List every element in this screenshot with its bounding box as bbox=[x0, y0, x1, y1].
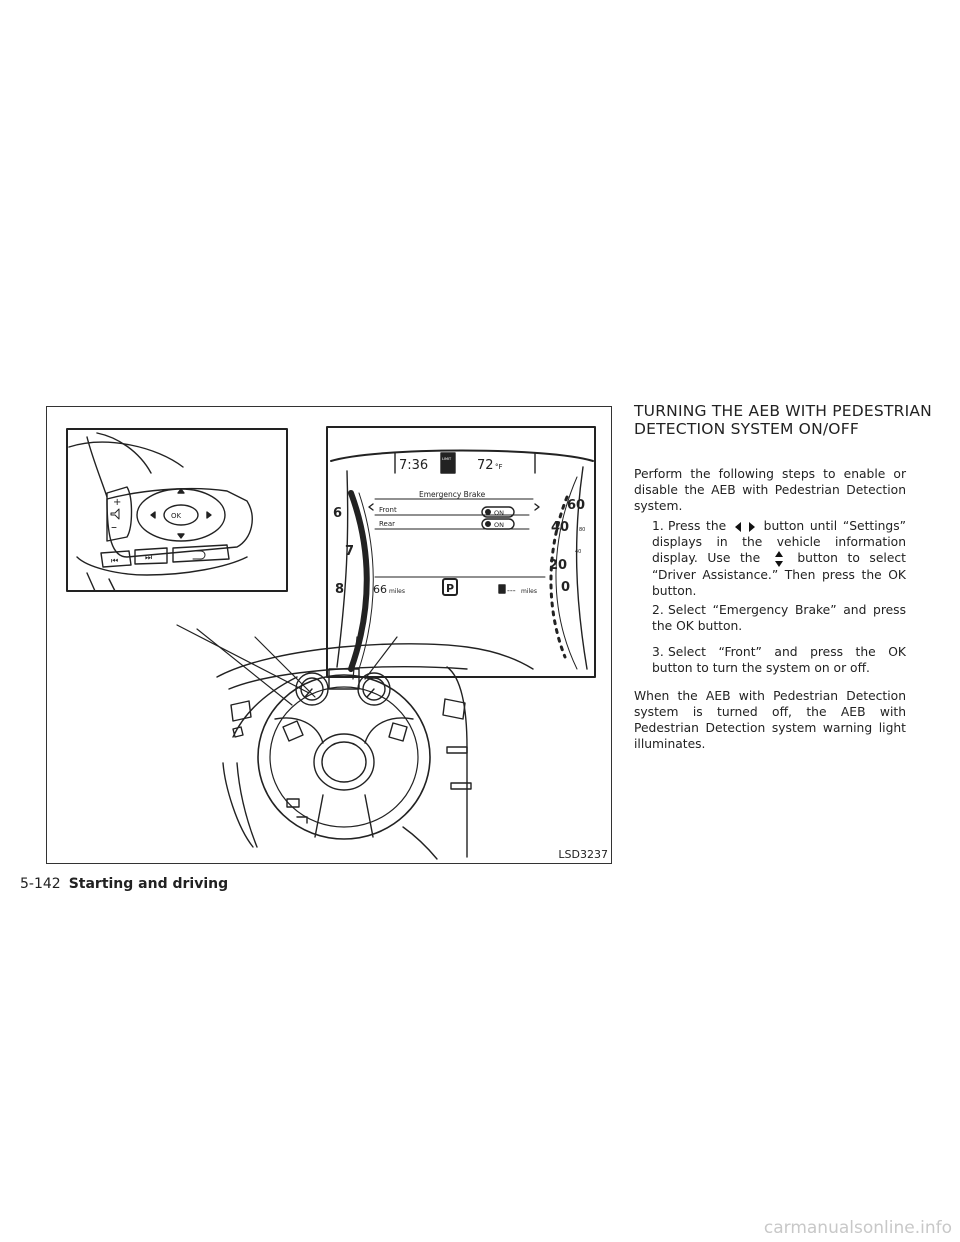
speed-40: 40 bbox=[551, 520, 569, 535]
intro-paragraph: Perform the following steps to enable or… bbox=[634, 467, 906, 513]
step-1-text-b: button until “Settings” displays in the … bbox=[652, 519, 906, 565]
step-2-text: Select “Emergency Brake” and press the O… bbox=[652, 603, 906, 633]
cluster-row-front: Front bbox=[379, 506, 397, 514]
outro-paragraph: When the AEB with Pedestrian Detection s… bbox=[634, 689, 906, 751]
switch-inset-frame bbox=[66, 428, 288, 592]
svg-text:⏭: ⏭ bbox=[145, 553, 152, 562]
cluster-inset-frame bbox=[326, 426, 596, 678]
ok-button-drawing bbox=[163, 504, 199, 526]
rear-on-label: ON bbox=[494, 521, 504, 529]
step-3-text: Select “Front” and press the OK button t… bbox=[652, 645, 906, 675]
steering-wheel bbox=[257, 674, 431, 840]
volume-rocker bbox=[106, 486, 133, 542]
kmh-80: 80 bbox=[579, 527, 585, 533]
illustration-drawing: + – ⏮ ⏭ bbox=[66, 426, 596, 860]
chapter-title: Starting and driving bbox=[68, 876, 229, 892]
rear-toggle-drawing bbox=[481, 518, 515, 530]
watermark: carmanualsonline.info bbox=[763, 1218, 952, 1238]
svg-text:+: + bbox=[113, 497, 121, 508]
tach-7: 7 bbox=[345, 544, 354, 559]
svg-text:–: – bbox=[111, 520, 117, 534]
figure-code: LSD3237 bbox=[558, 848, 608, 861]
step-2-number: 2. bbox=[652, 603, 664, 617]
speed-60: 60 bbox=[567, 498, 585, 513]
page-number: 5-142 bbox=[20, 876, 61, 892]
fuel-icon bbox=[498, 584, 506, 594]
svg-text:⏮: ⏮ bbox=[111, 556, 118, 565]
gear-indicator bbox=[442, 578, 458, 596]
step-3-number: 3. bbox=[652, 645, 664, 659]
tach-8: 8 bbox=[335, 582, 344, 597]
illustration-figure: + – ⏮ ⏭ bbox=[46, 406, 612, 864]
section-title: TURNING THE AEB WITH PEDESTRIAN DETECTIO… bbox=[634, 402, 932, 438]
tach-6: 6 bbox=[333, 506, 342, 521]
step-1-text-c: button to select “Driver Assistance.” Th… bbox=[652, 551, 906, 598]
front-on-label: ON bbox=[494, 509, 504, 517]
cluster-temperature: 72 bbox=[477, 458, 494, 473]
cluster-clock: 7:36 bbox=[399, 458, 428, 473]
dashboard-outline bbox=[216, 643, 534, 678]
limit-label: LIMIT bbox=[442, 457, 452, 461]
ok-label: OK bbox=[171, 512, 182, 520]
kmh-40: 40 bbox=[575, 549, 581, 555]
speed-0: 0 bbox=[561, 580, 570, 595]
step-3: 3.Select “Front” and press the OK button… bbox=[652, 644, 906, 676]
cluster-row-rear: Rear bbox=[379, 520, 395, 528]
left-right-arrows-icon bbox=[734, 521, 755, 532]
cluster-temp-unit: °F bbox=[495, 463, 503, 471]
cluster-menu-title: Emergency Brake bbox=[419, 490, 486, 499]
step-1-text-a: Press the bbox=[668, 519, 727, 533]
front-toggle-drawing bbox=[481, 506, 515, 518]
cluster-fuel-unit: miles bbox=[521, 588, 537, 595]
cluster-range-unit: miles bbox=[389, 588, 405, 595]
step-2: 2.Select “Emergency Brake” and press the… bbox=[652, 602, 906, 634]
callout-line-left bbox=[176, 624, 310, 694]
speed-20: 20 bbox=[549, 558, 567, 573]
limit-sign-icon bbox=[440, 452, 456, 474]
step-1-number: 1. bbox=[652, 519, 664, 533]
rim-curve bbox=[68, 441, 184, 468]
cluster-fuel-range: --- bbox=[507, 586, 516, 595]
up-down-arrows-icon bbox=[774, 550, 783, 567]
page-footer: 5-142 Starting and driving bbox=[20, 876, 228, 892]
cluster-range-value: 66 bbox=[373, 583, 387, 596]
cluster-gear: P bbox=[446, 582, 454, 595]
step-1: 1. Press the button until “Settings” disp… bbox=[652, 518, 906, 599]
callout-line-right bbox=[352, 636, 358, 680]
